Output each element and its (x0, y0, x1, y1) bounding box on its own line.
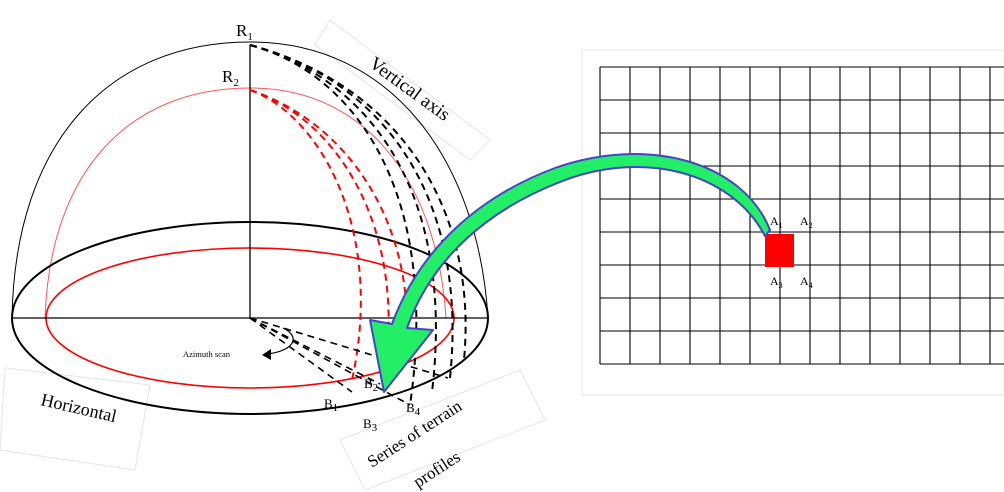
azimuth-radials (249, 317, 449, 406)
grid-panel-frame (581, 49, 1004, 396)
background-panels (0, 19, 1004, 491)
red-profile-3 (249, 89, 409, 363)
series-label-panel (339, 369, 546, 491)
red-profile-1 (249, 89, 362, 381)
black-profile-2 (249, 44, 437, 393)
radial-b3 (249, 317, 411, 406)
black-profile-4 (249, 44, 467, 361)
radial-b1 (249, 317, 353, 393)
r-labels: R1 R2 (222, 21, 253, 89)
b1-label: B1 (324, 396, 338, 414)
azimuth-scan-indicator: Azimuth scan (183, 327, 294, 360)
mapping-arrow-icon (369, 153, 771, 393)
vertical-axis-label-panel (314, 19, 491, 161)
azimuth-scan-label: Azimuth scan (183, 349, 231, 359)
azimuth-arc (267, 327, 294, 355)
b4-label: B4 (406, 400, 421, 418)
r2-label: R2 (222, 67, 239, 89)
a4-label: A4 (800, 274, 813, 290)
horizontal-label-panel (0, 367, 151, 471)
b2-label: B2 (364, 376, 378, 394)
b-labels: B1 B2 B3 B4 (324, 376, 421, 434)
outer-dome-outline (11, 41, 489, 319)
radial-b4 (249, 317, 449, 379)
azimuth-arrowhead-icon (262, 349, 271, 360)
highlighted-grid-cell (765, 234, 794, 267)
a1-label: A1 (770, 214, 783, 230)
a-labels: A1 A2 A3 A4 (770, 214, 813, 290)
black-profile-1 (249, 44, 418, 406)
b3-label: B3 (363, 416, 378, 434)
a2-label: A2 (800, 214, 813, 230)
r1-label: R1 (236, 21, 253, 43)
a3-label: A3 (770, 274, 783, 290)
red-profile-2 (249, 89, 390, 373)
raster-grid (599, 66, 1004, 365)
black-terrain-profiles (249, 44, 467, 406)
series-label-line2: profiles (410, 447, 464, 491)
